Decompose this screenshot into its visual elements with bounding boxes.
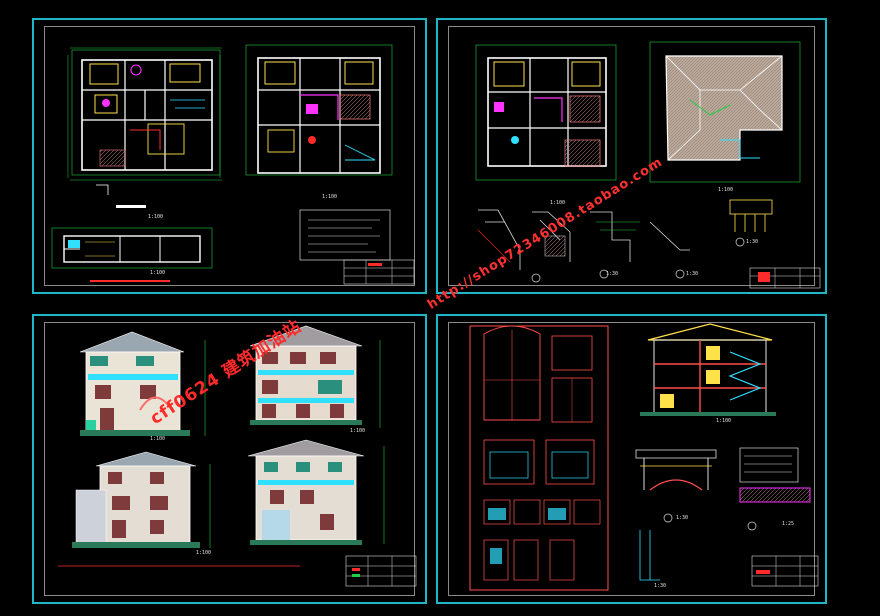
sheet-section-details [436, 314, 827, 604]
pool-detail [739, 447, 811, 531]
plan-ground-floor [67, 47, 222, 208]
scale-label: 1:30 [654, 583, 667, 589]
elevation-right [247, 439, 385, 545]
sheet2-title-block [749, 267, 821, 289]
plan-upper-floor [245, 44, 393, 261]
scale-label: 1:30 [746, 239, 759, 245]
elevation-rear [249, 325, 381, 428]
door-window-schedule [469, 325, 609, 591]
scale-label: 1:100 [350, 428, 366, 434]
scale-label: 1:100 [716, 418, 732, 424]
sheet-elevations [32, 314, 427, 604]
fence-detail [635, 449, 717, 581]
scale-label: 1:25 [782, 521, 795, 527]
scale-label: 1:30 [606, 271, 619, 277]
sheet4-title-block [751, 555, 819, 587]
plan-second-floor [475, 44, 617, 181]
details-row [477, 199, 773, 283]
scale-label: 1:100 [196, 550, 212, 556]
plan-basement [51, 227, 213, 282]
elevation-front [79, 331, 206, 436]
plan-roof [649, 41, 801, 183]
sheet1-title-block [343, 259, 415, 285]
scale-label: 1:100 [150, 436, 166, 442]
scale-label: 1:100 [150, 270, 166, 276]
sheet3-title-block [58, 555, 417, 587]
sheet-roof-plan-details [436, 18, 827, 294]
sheet-floor-plans [32, 18, 427, 294]
scale-label: 1:100 [550, 200, 566, 206]
scale-label: 1:100 [718, 187, 734, 193]
scale-label: 1:100 [322, 194, 338, 200]
building-section [640, 323, 776, 416]
scale-label: 1:100 [148, 214, 164, 220]
elevation-left [72, 451, 211, 548]
scale-label: 1:30 [686, 271, 699, 277]
scale-label: 1:30 [676, 515, 689, 521]
